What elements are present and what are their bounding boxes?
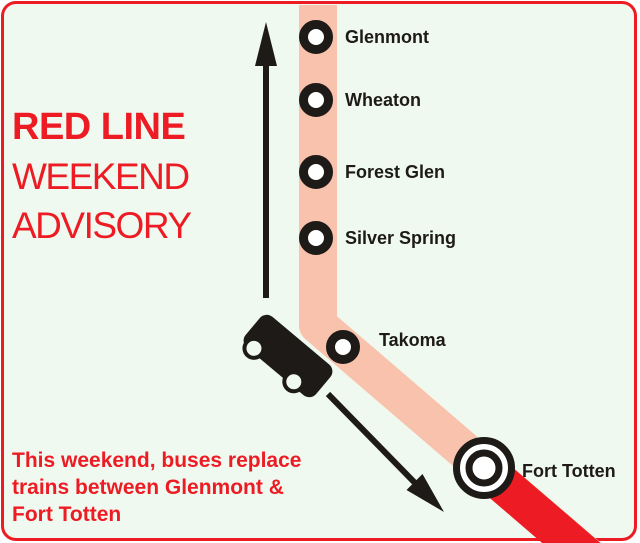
headline: RED LINE WEEKEND ADVISORY (12, 103, 192, 250)
station-label-wheaton: Wheaton (345, 90, 421, 110)
station-marker-wheaton (299, 83, 333, 117)
station-label-silver-spring: Silver Spring (345, 228, 457, 248)
bus-front-wheel (282, 370, 306, 394)
bus-icon (242, 314, 333, 398)
headline-advisory: ADVISORY (12, 205, 192, 246)
northbound-arrow-icon (255, 22, 277, 298)
southbound-arrow-shaft (325, 391, 420, 488)
station-marker-takoma (326, 330, 360, 364)
station-marker-glenmont (299, 20, 333, 54)
transfer-station-marker-fort-totten (453, 437, 515, 499)
southbound-arrow-head (406, 474, 444, 512)
northbound-arrow-head (255, 22, 277, 66)
fort-totten-inner-ring (465, 449, 503, 487)
headline-weekend: WEEKEND (12, 156, 190, 197)
advisory-message: This weekend, buses replace trains betwe… (12, 449, 302, 526)
headline-red-line: RED LINE (12, 106, 186, 148)
station-marker-forest-glen (299, 155, 333, 189)
southbound-arrow-icon (325, 391, 444, 512)
station-label-forest-glen: Forest Glen (345, 162, 446, 182)
station-label-glenmont: Glenmont (345, 27, 429, 47)
station-label-takoma: Takoma (379, 330, 446, 350)
bus-body (243, 314, 333, 398)
station-label-fort-totten: Fort Totten (522, 461, 616, 481)
bus-rear-wheel (242, 336, 266, 360)
station-marker-silver-spring (299, 221, 333, 255)
open-segment-band (471, 453, 601, 543)
